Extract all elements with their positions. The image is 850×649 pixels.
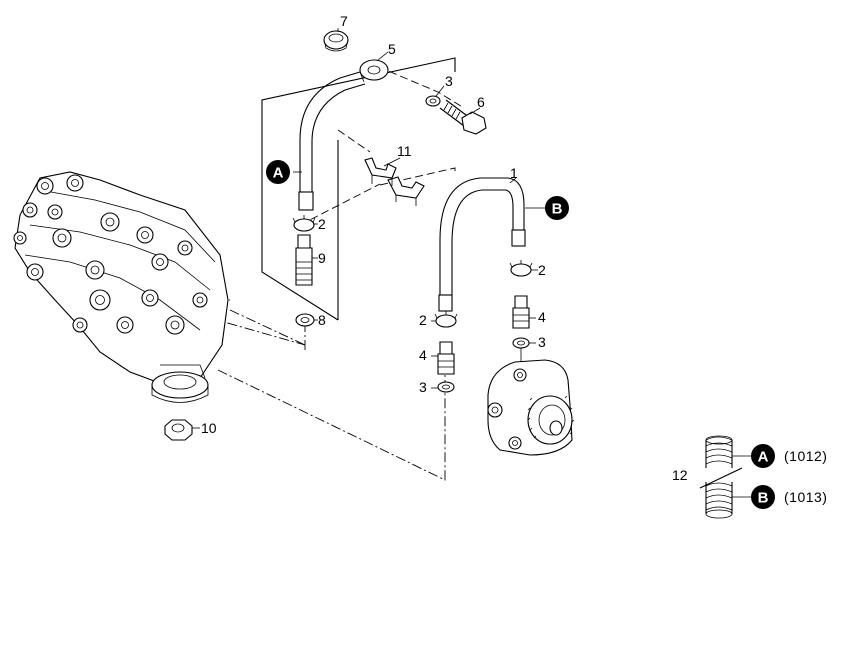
- hose-a-frame: [261, 57, 456, 321]
- power-steering-pump: [487, 348, 575, 456]
- callout-8: 8: [318, 312, 326, 328]
- badge-b-hose-letter: B: [552, 201, 563, 218]
- callout-9: 9: [318, 250, 326, 266]
- badge-a-hose: A: [266, 160, 290, 184]
- callout-6: 6: [477, 94, 485, 110]
- clamp-b-left: [434, 311, 458, 328]
- callout-4-left: 4: [419, 347, 427, 363]
- callout-2-a: 2: [318, 216, 326, 232]
- callout-7: 7: [340, 13, 348, 29]
- badge-b-legend: B: [751, 485, 775, 509]
- callout-10: 10: [201, 420, 217, 436]
- legend-ref-a: (1012): [784, 448, 827, 464]
- clamp-a: [292, 215, 316, 232]
- hex-nut: [164, 419, 193, 441]
- cap-bushing: [323, 30, 349, 52]
- callout-2-c: 2: [419, 312, 427, 328]
- washer-3-right: [512, 337, 530, 349]
- washer-8: [295, 313, 315, 327]
- callout-4-right: 4: [538, 309, 546, 325]
- callout-12: 12: [672, 467, 688, 483]
- callout-labels: 7 5 3 6 11 1 2 9 8 2 4 3 2 4 3 10 12: [201, 13, 688, 483]
- legend-ref-b: (1013): [784, 489, 827, 505]
- callout-3-top: 3: [445, 73, 453, 89]
- badge-a-legend: A: [751, 444, 775, 468]
- spring-cover: [699, 435, 752, 519]
- badge-b-legend-letter: B: [758, 490, 769, 507]
- badge-b-hose: B: [545, 196, 569, 220]
- badge-a-legend-letter: A: [758, 449, 769, 466]
- hose-a: [298, 59, 389, 211]
- hose-nipple-right: [512, 295, 530, 329]
- callout-3-left: 3: [419, 379, 427, 395]
- hose-nipple-left: [437, 341, 455, 375]
- washer-3-left: [437, 381, 455, 393]
- callout-1: 1: [510, 165, 518, 181]
- hose-b: [438, 177, 526, 312]
- callout-3-right: 3: [538, 334, 546, 350]
- banjo-bolt: [439, 99, 487, 135]
- callout-5: 5: [388, 41, 396, 57]
- hose-clips: [364, 157, 425, 206]
- legend-refs: (1012) (1013): [784, 448, 827, 505]
- callout-2-b: 2: [538, 262, 546, 278]
- hose-nipple-a: [295, 234, 313, 286]
- leader-lines: [174, 61, 465, 481]
- callout-leaders: [192, 28, 545, 429]
- clamp-b-right: [509, 260, 533, 277]
- valve-body-assembly: [13, 171, 229, 403]
- callout-11: 11: [397, 143, 412, 159]
- banjo-washer: [425, 95, 441, 107]
- badge-a-hose-letter: A: [273, 165, 284, 182]
